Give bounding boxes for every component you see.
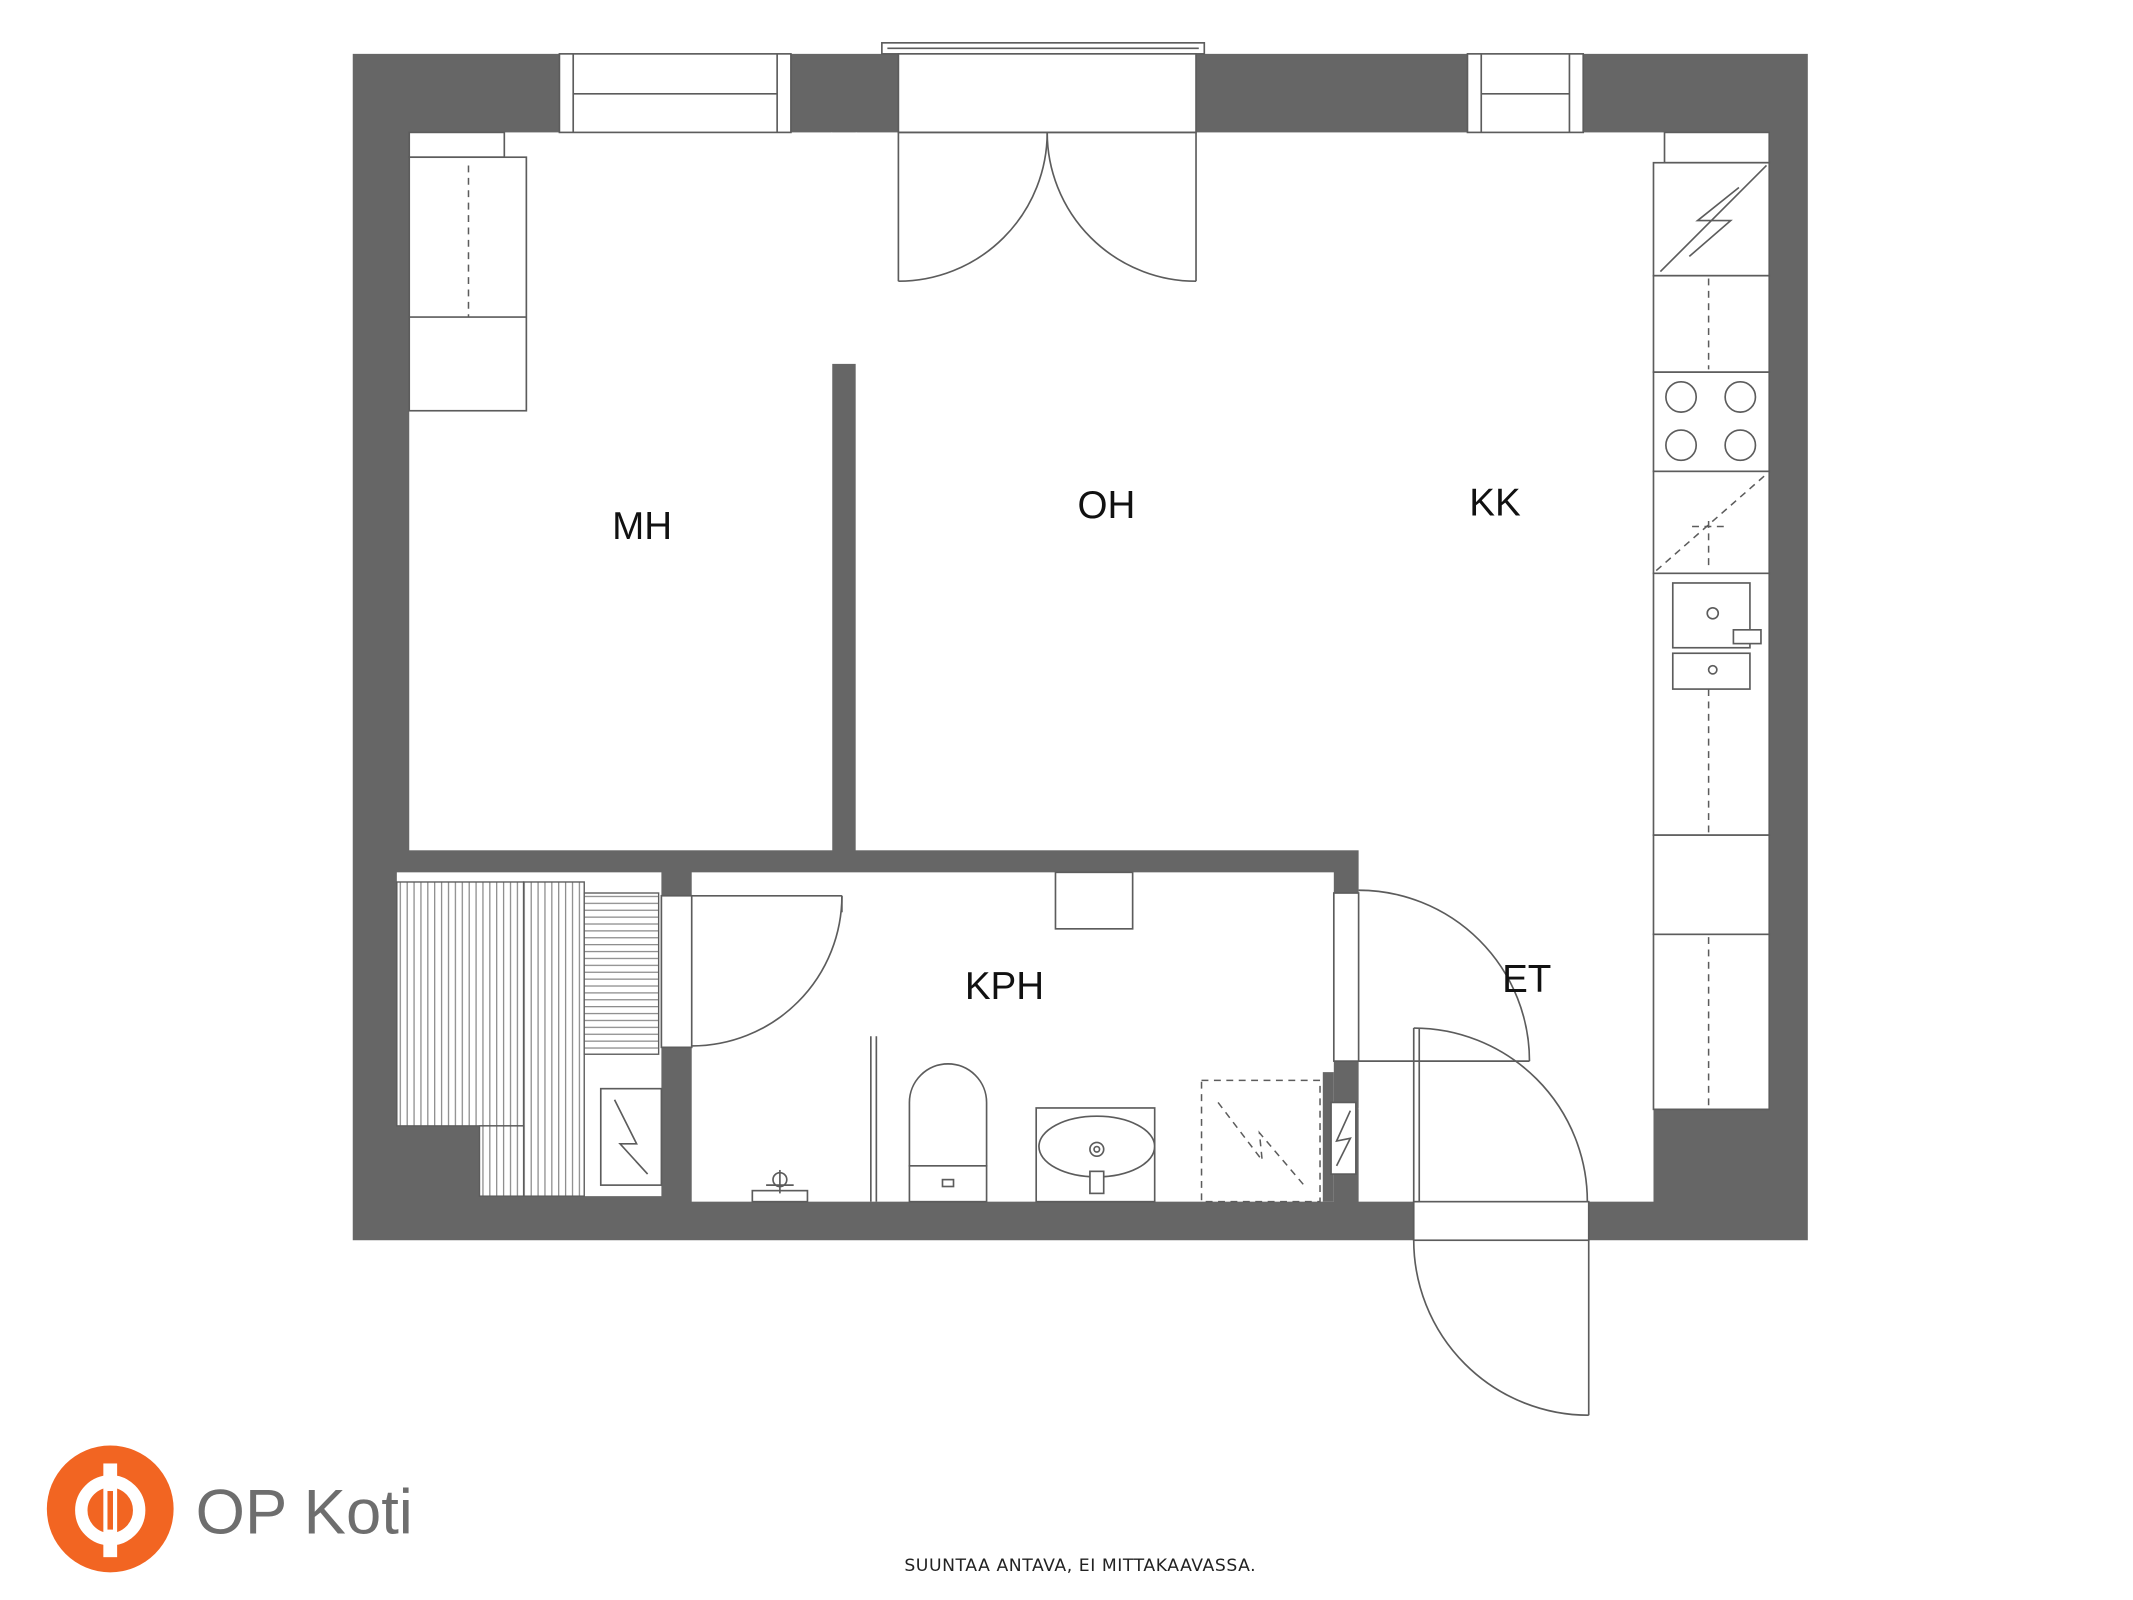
door-swing-icon (898, 132, 1049, 283)
stove-burner-icon (1724, 380, 1757, 413)
opening-mh-oh (830, 132, 858, 364)
door-sauna-kph (660, 894, 843, 1049)
room-label-kk: KK (1469, 481, 1521, 524)
door-swing-icon (1046, 132, 1197, 283)
sauna-bench-step (583, 892, 660, 1055)
stove (1652, 371, 1771, 473)
lightning-icon (1217, 1101, 1307, 1189)
lightning-icon (1335, 1110, 1352, 1167)
room-et-lower-area (1358, 1107, 1654, 1202)
room-label-et: ET (1502, 958, 1551, 1001)
bathroom-fixtures (751, 871, 1321, 1203)
balcony-double-door (897, 131, 1197, 283)
washing-machine (1200, 1079, 1321, 1203)
room-label-mh: MH (612, 505, 672, 548)
footer-note: SUUNTAA ANTAVA, EI MITTAKAAVASSA. (904, 1556, 1256, 1576)
stove-burner-icon (1665, 429, 1698, 462)
stove-burner-icon (1665, 380, 1698, 413)
room-kph-area (691, 872, 1334, 1202)
door-swing-icon (691, 895, 843, 1047)
room-oh-kk-area (855, 132, 1770, 851)
logo-text: OP Koti (196, 1478, 413, 1548)
sauna-floor-grate (478, 1125, 525, 1197)
mirror-cabinet (1054, 871, 1134, 930)
mh-furniture (408, 131, 528, 412)
room-label-kph: KPH (965, 965, 1044, 1008)
counter (1652, 274, 1771, 373)
tap (1732, 629, 1762, 645)
kitchen-cabinets (1652, 131, 1771, 1111)
sauna-bench-upper (396, 881, 525, 1127)
kph-partition (1322, 1072, 1334, 1202)
door-kph-et (1332, 889, 1531, 1062)
balcony-door-frame (881, 42, 1206, 134)
room-label-oh: OH (1078, 484, 1136, 527)
entry-doors (1412, 1027, 1590, 1417)
door-swing-icon (1412, 1240, 1589, 1417)
sauna-bench-middle (522, 881, 585, 1197)
lightning-icon (1688, 186, 1740, 258)
electric-panel (1330, 1101, 1357, 1175)
floor-drain (751, 1169, 809, 1203)
brand-logo: OP Koti (46, 1445, 413, 1573)
room-labels: MH OH KK KPH ET (612, 481, 1551, 1008)
entry-opening (1412, 1200, 1590, 1242)
sauna (396, 881, 663, 1197)
window-left (558, 53, 792, 134)
lightning-icon (613, 1099, 649, 1175)
window-right (1466, 53, 1585, 134)
sauna-heater (599, 1087, 663, 1186)
washbasin (1035, 1107, 1156, 1203)
op-logo-icon (46, 1445, 174, 1573)
door-swing-icon (1358, 889, 1531, 1062)
window-sill (408, 131, 506, 159)
door-swing-icon (1413, 1027, 1589, 1202)
stove-burner-icon (1724, 429, 1757, 462)
toilet-icon (908, 1063, 988, 1203)
